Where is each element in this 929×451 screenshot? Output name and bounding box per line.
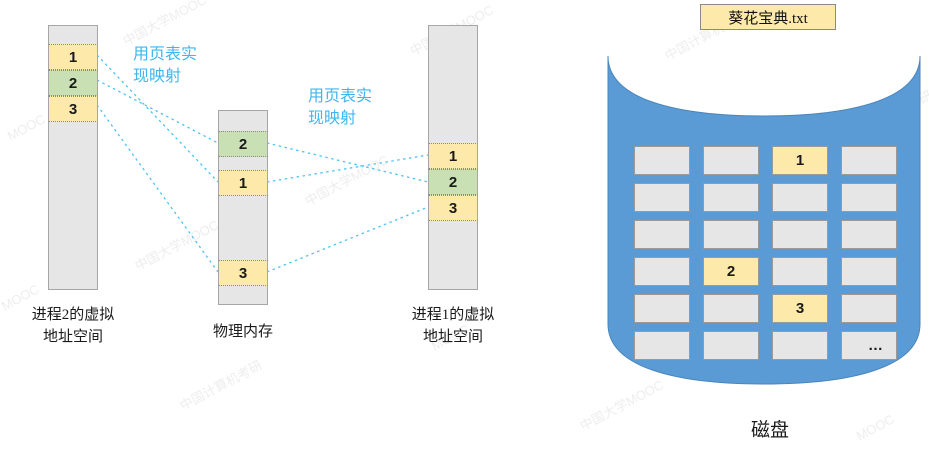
disk-block-page2: 2 xyxy=(703,257,759,286)
caption-virtual-address-space-process2: 进程2的虚拟 地址空间 xyxy=(31,307,115,345)
disk-block-page3: 3 xyxy=(772,294,828,323)
connector-v2p2-to-phys2 xyxy=(96,79,219,144)
caption-virtual-address-space-process1: 进程1的虚拟 地址空间 xyxy=(411,307,495,345)
disk-block xyxy=(703,331,759,360)
disk-block xyxy=(634,146,690,175)
watermark: 中国大学MOOC xyxy=(120,0,210,49)
connector-phys1-to-v1p1 xyxy=(266,154,429,183)
page-block-v1-3: 3 xyxy=(428,195,478,221)
disk-illustration: 1 2 3 … xyxy=(598,48,929,388)
disk-block xyxy=(634,331,690,360)
watermark: 中国大学MOOC xyxy=(132,217,222,274)
disk-block xyxy=(703,220,759,249)
page-block-v1-1: 1 xyxy=(428,143,478,169)
watermark: MOOC xyxy=(853,411,897,444)
connector-phys2-to-v1p2 xyxy=(266,142,429,183)
page-block-v1-2: 2 xyxy=(428,169,478,195)
disk-block xyxy=(772,257,828,286)
virtual-address-space-process1: 1 2 3 xyxy=(428,25,478,290)
page-block-phys-2: 2 xyxy=(218,131,268,157)
page-block-v2-3: 3 xyxy=(48,96,98,122)
watermark: 中国大学MOOC xyxy=(302,152,392,209)
disk-block xyxy=(841,257,897,286)
caption-physical-memory: 物理内存 xyxy=(212,324,273,340)
disk-block xyxy=(703,146,759,175)
watermark: MOOC xyxy=(4,111,48,144)
disk-block-ellipsis: … xyxy=(841,331,897,360)
disk-block-page1: 1 xyxy=(772,146,828,175)
virtual-address-space-process2: 1 2 3 xyxy=(48,25,98,290)
page-block-v2-1: 1 xyxy=(48,44,98,70)
disk-block xyxy=(841,146,897,175)
file-label-badge: 葵花宝典.txt xyxy=(700,4,836,30)
disk-block xyxy=(634,183,690,212)
disk-block xyxy=(841,183,897,212)
disk-block xyxy=(634,257,690,286)
page-block-v2-2: 2 xyxy=(48,70,98,96)
disk-block xyxy=(703,294,759,323)
watermark: 中国计算机考研 xyxy=(177,357,265,414)
disk-block xyxy=(841,294,897,323)
disk-block xyxy=(772,220,828,249)
disk-block xyxy=(634,220,690,249)
disk-block xyxy=(772,331,828,360)
page-block-phys-1: 1 xyxy=(218,170,268,196)
page-block-phys-3: 3 xyxy=(218,260,268,286)
disk-block xyxy=(703,183,759,212)
disk-block xyxy=(841,220,897,249)
connector-phys3-to-v1p3 xyxy=(266,206,429,273)
disk-block xyxy=(634,294,690,323)
connector-v2p3-to-phys3 xyxy=(96,104,219,273)
disk-block xyxy=(772,183,828,212)
caption-disk: 磁盘 xyxy=(750,420,789,441)
annotation-page-table-mapping-right: 用页表实 现映射 xyxy=(308,88,373,127)
disk-block-grid: 1 2 3 … xyxy=(634,146,897,364)
annotation-page-table-mapping-left: 用页表实 现映射 xyxy=(133,46,198,85)
physical-memory-column: 2 1 3 xyxy=(218,110,268,305)
